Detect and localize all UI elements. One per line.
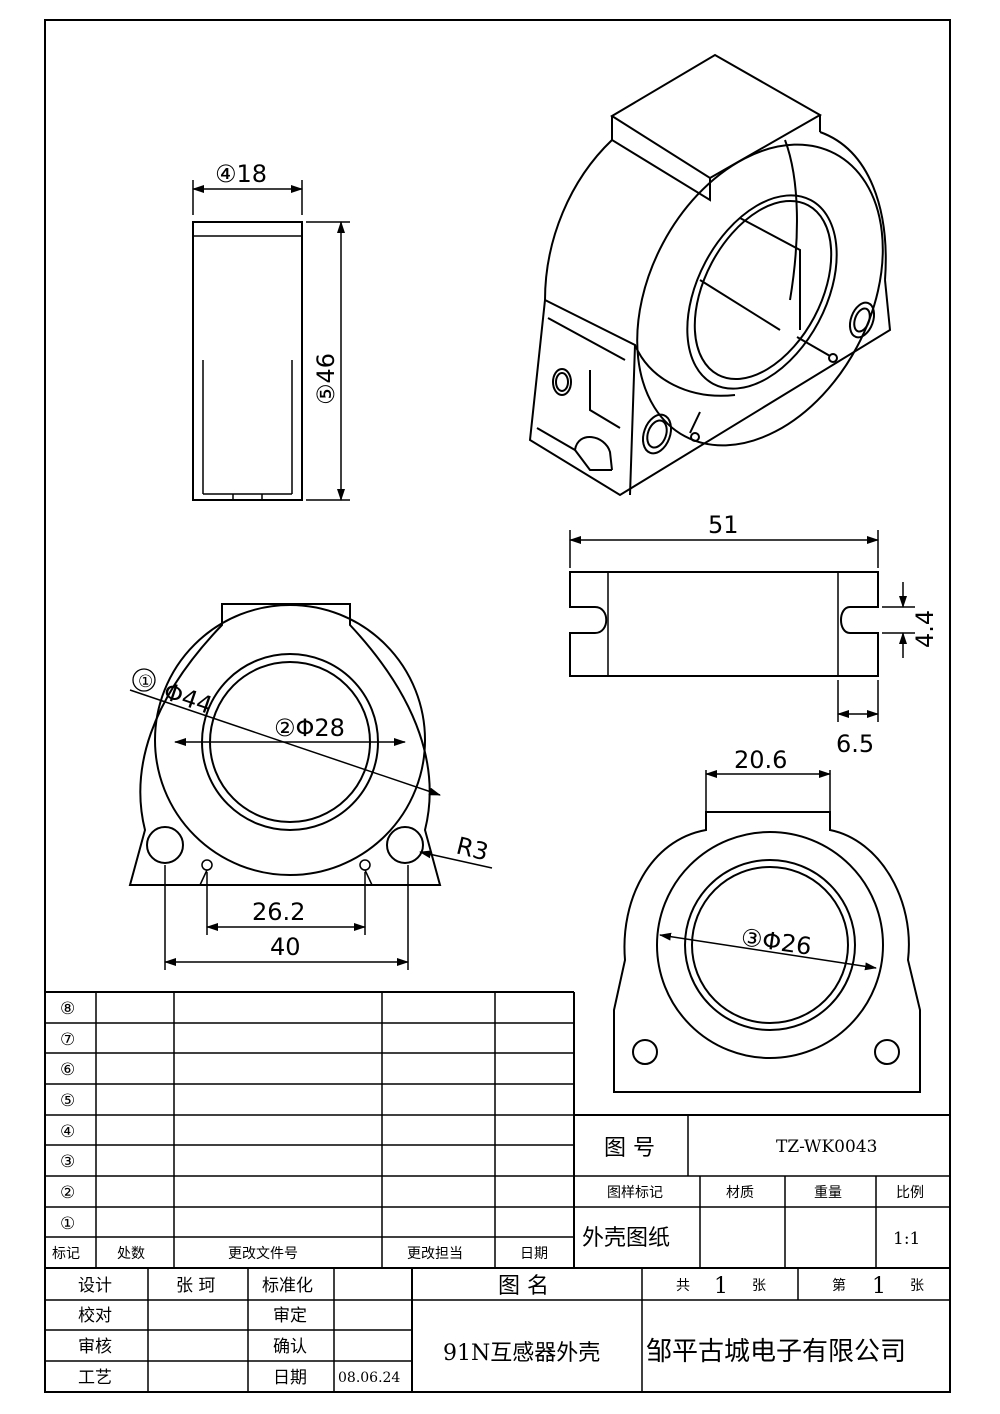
date-value: 08.06.24 [338, 1370, 400, 1386]
mark-value: 外壳图纸 [582, 1226, 670, 1251]
revision-row-7: ⑦ [60, 1030, 75, 1050]
check-label: 校对 [78, 1306, 112, 1326]
designer-name: 张 珂 [176, 1276, 215, 1296]
col-scale-label: 比例 [896, 1185, 924, 1201]
dim-top-height: ⑤46 [312, 353, 340, 405]
dim-front-outer: Φ44 [160, 677, 216, 720]
dim-slot-width: 4.4 [911, 610, 939, 648]
revision-header-owner: 更改担当 [407, 1246, 463, 1262]
approve-label: 审定 [273, 1306, 307, 1326]
total-value: 1 [714, 1274, 728, 1299]
revision-header-count: 处数 [117, 1246, 145, 1262]
revision-row-1: ① [60, 1214, 75, 1234]
revision-row-4: ④ [60, 1122, 75, 1142]
dim-hole-spacing: 40 [270, 933, 301, 961]
title-block: 图 号 TZ-WK0043 图样标记 材质 重量 比例 外壳图纸 1:1 [574, 1114, 950, 1268]
revision-row-8: ⑧ [60, 999, 75, 1019]
side-view: 51 4.4 6.5 [569, 511, 939, 758]
drawing-number-label: 图 号 [604, 1136, 655, 1161]
revision-table: ⑧ ⑦ ⑥ ⑤ ④ ③ ② ① 标记 处数 更改文件号 更改担当 日期 [45, 991, 575, 1268]
process-label: 工艺 [78, 1368, 112, 1388]
drawing-number: TZ-WK0043 [776, 1137, 877, 1157]
company-name: 邹平古城电子有限公司 [646, 1337, 906, 1367]
rear-view: 20.6 ③Φ26 [613, 746, 921, 1093]
dim-slot-depth: 6.5 [836, 730, 874, 758]
col-material-label: 材质 [726, 1185, 754, 1201]
revision-header-date: 日期 [520, 1246, 548, 1262]
review-label: 审核 [78, 1337, 112, 1357]
bottom-block: 设计 张 珂 标准化 校对 审定 审核 确认 工艺 日期 08.06.24 图 … [45, 1267, 950, 1392]
total-label: 共 [676, 1278, 690, 1294]
design-label: 设计 [78, 1276, 112, 1296]
date-label: 日期 [273, 1368, 307, 1388]
revision-row-3: ③ [60, 1152, 75, 1172]
revision-row-6: ⑥ [60, 1060, 75, 1080]
dim-side-length: 51 [708, 511, 739, 539]
dim-rear-width: 20.6 [734, 746, 787, 774]
scale-value: 1:1 [893, 1229, 920, 1249]
drawing-border [44, 19, 951, 1393]
dim-rear-inner: ③Φ26 [739, 923, 813, 961]
drawing-name-label: 图 名 [498, 1274, 549, 1299]
top-view: ④18 ⑤46 [192, 160, 350, 501]
standard-label: 标准化 [262, 1276, 313, 1296]
page-label: 第 [832, 1277, 846, 1294]
col-mark-label: 图样标记 [607, 1185, 663, 1201]
dim-front-outer-marker: ① [138, 672, 153, 692]
dim-pin-spacing: 26.2 [252, 898, 305, 926]
dim-top-width: ④18 [215, 160, 267, 188]
dim-front-inner: ②Φ28 [274, 714, 345, 742]
revision-header-doc: 更改文件号 [228, 1246, 298, 1262]
part-name: 91N互感器外壳 [443, 1341, 600, 1366]
page-unit: 张 [910, 1278, 924, 1294]
confirm-label: 确认 [273, 1337, 307, 1357]
revision-row-2: ② [60, 1183, 75, 1203]
isometric-view [528, 53, 892, 497]
col-weight-label: 重量 [814, 1185, 842, 1201]
front-view: ① Φ44 ②Φ28 R3 26.2 40 [128, 603, 493, 970]
revision-row-5: ⑤ [60, 1091, 75, 1111]
revision-header-mark: 标记 [52, 1246, 80, 1262]
total-unit: 张 [752, 1278, 766, 1294]
page-value: 1 [872, 1274, 886, 1299]
